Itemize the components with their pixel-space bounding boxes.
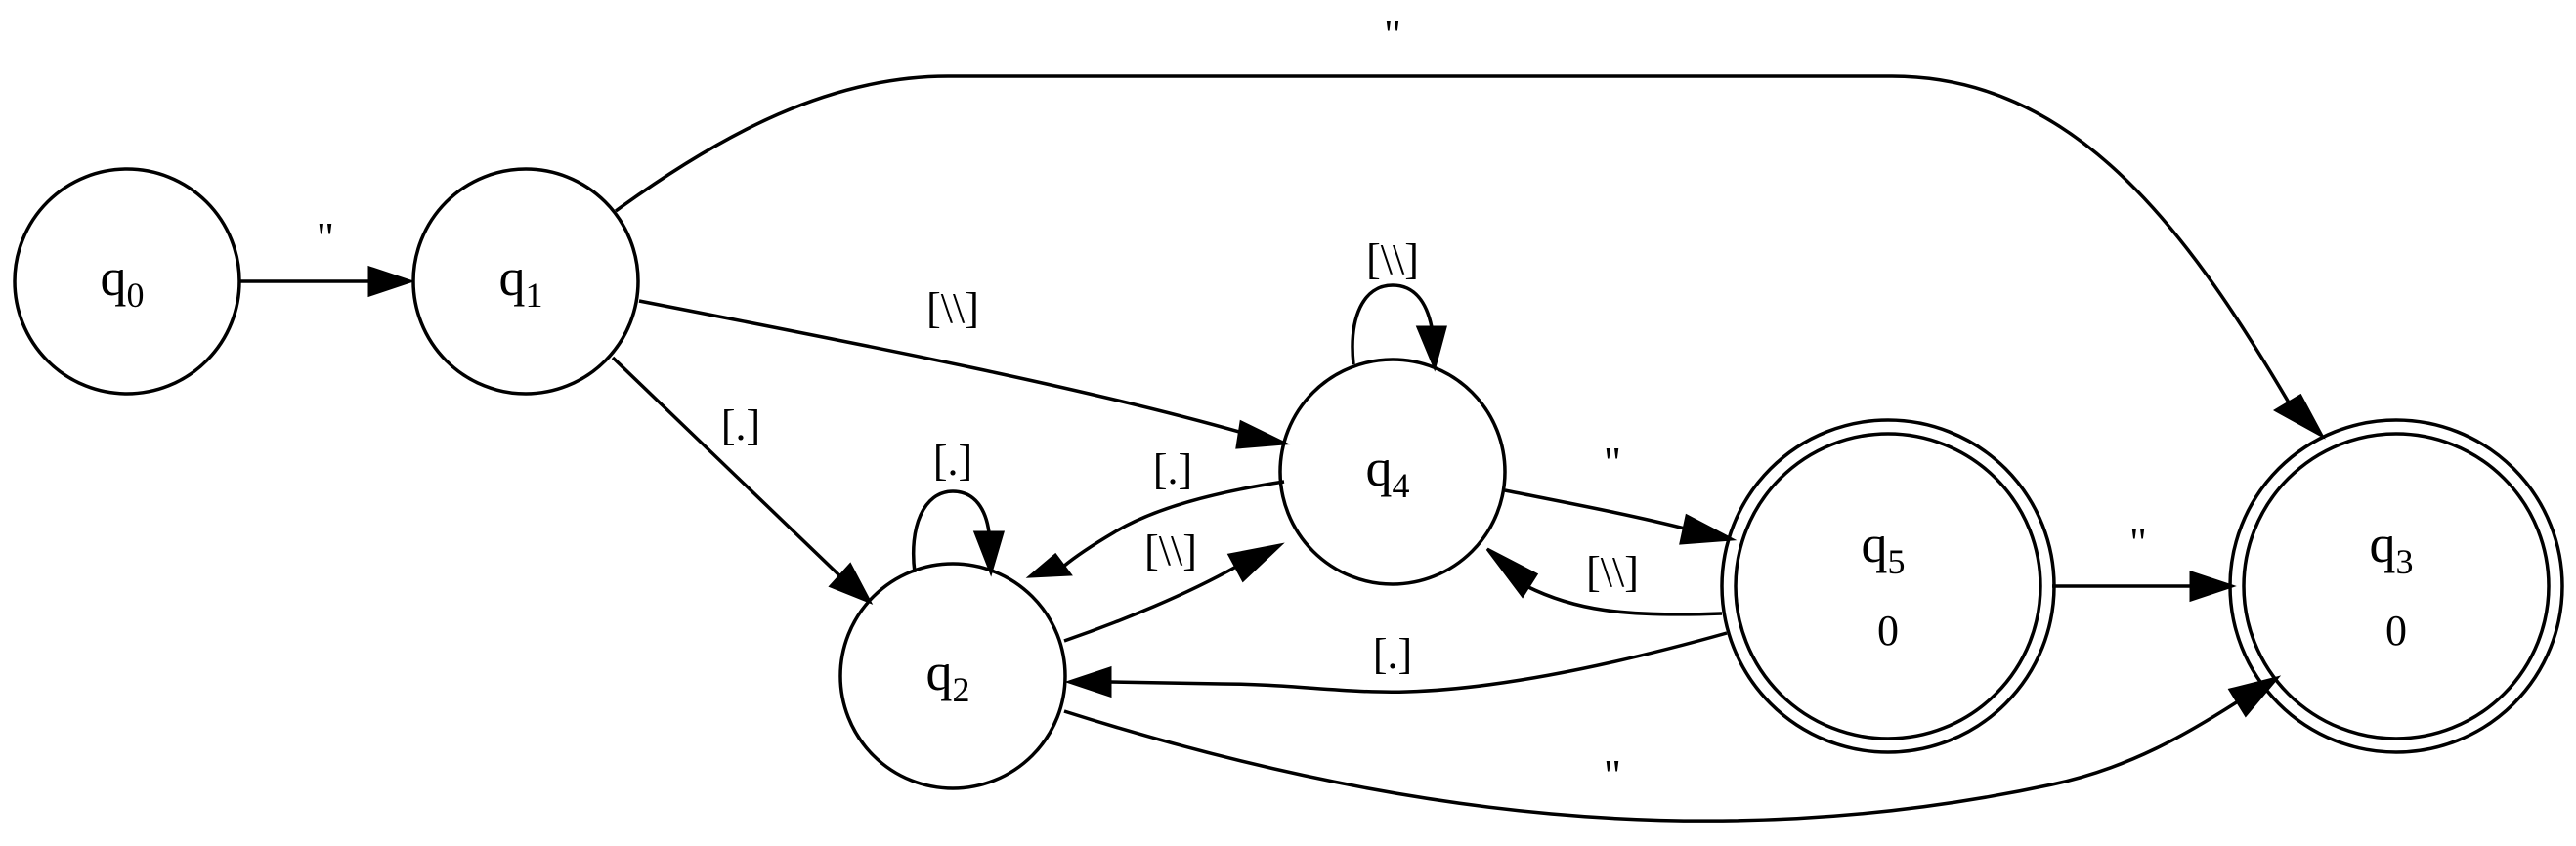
state-outer-circle [1720, 418, 2056, 754]
arrow-head [1235, 419, 1291, 449]
state-index: 0 [127, 275, 145, 315]
arrow-head [1226, 542, 1285, 583]
edge-line [912, 489, 991, 573]
edge-label: [.] [1153, 445, 1192, 493]
edge-line [614, 74, 2291, 403]
edge-label: " [1604, 751, 1621, 799]
state-output: 0 [1877, 607, 1899, 655]
transition-q2-q2: [.] [912, 437, 1006, 577]
state-q0: q0 [13, 167, 241, 396]
state-label: q0 [101, 248, 145, 315]
transition-q1-q2: [.] [611, 356, 874, 605]
state-inner-circle [1734, 432, 2042, 740]
edge-label: [\\] [1366, 235, 1419, 283]
edge-label: " [2129, 519, 2147, 567]
state-circle [13, 167, 241, 396]
state-index: 5 [1888, 542, 1906, 581]
edge-label: " [1384, 11, 1401, 59]
arrow-head [1025, 552, 1073, 578]
transition-q1-q3: " [614, 11, 2326, 440]
transitions: " " [\\] [.] [.] [\\ [240, 11, 2326, 823]
state-name: q [1366, 439, 1393, 497]
state-index: 1 [526, 275, 543, 315]
state-label: q3 [2370, 515, 2414, 581]
state-q3: q3 0 [2228, 418, 2564, 754]
edge-label: [.] [1373, 630, 1412, 678]
state-label: q1 [499, 248, 543, 315]
arrow-head [1485, 547, 1539, 599]
arrow-head [2189, 570, 2237, 603]
edge-label: " [317, 214, 334, 262]
transition-q4-q5: " [1504, 439, 1738, 545]
transition-q4-q4: [\\] [1351, 235, 1447, 372]
edge-line [611, 356, 842, 578]
edge-label: [\\] [1144, 527, 1197, 574]
arrow-head [1415, 325, 1447, 372]
edge-line [1351, 283, 1434, 365]
arrow-head [828, 562, 874, 605]
state-label: q5 [1862, 515, 1906, 581]
edge-line [1063, 565, 1237, 643]
state-name: q [1862, 515, 1888, 573]
state-circle [838, 562, 1067, 790]
edge-line [1109, 631, 1728, 695]
edge-line [638, 299, 1247, 436]
arrow-head [2272, 393, 2326, 440]
state-q2: q2 [838, 562, 1067, 790]
transition-q5-q3: " [2052, 519, 2237, 603]
state-q5: q5 0 [1720, 418, 2056, 754]
state-q4: q4 [1278, 358, 1507, 586]
state-name: q [926, 643, 953, 701]
states: q0 q1 q2 q4 q5 0 q3 0 [13, 167, 2564, 790]
arrow-head [1064, 665, 1112, 698]
edge-label: [\\] [1586, 548, 1639, 596]
edge-label: " [1604, 439, 1621, 486]
edge-label: [\\] [926, 284, 979, 332]
state-index: 4 [1393, 466, 1410, 505]
transition-q2-q4: [\\] [1063, 527, 1285, 643]
state-q1: q1 [411, 167, 640, 396]
state-label: q2 [926, 643, 970, 709]
state-label: q4 [1366, 439, 1410, 505]
state-output: 0 [2385, 607, 2407, 655]
transition-q5-q4: [\\] [1485, 547, 1723, 616]
edge-line [1063, 699, 2239, 823]
state-index: 2 [953, 670, 970, 709]
state-name: q [101, 248, 127, 307]
arrow-head [367, 265, 415, 298]
edge-line [1525, 584, 1723, 616]
state-circle [411, 167, 640, 396]
state-index: 3 [2396, 542, 2414, 581]
state-circle [1278, 358, 1507, 586]
transition-q4-q2: [.] [1025, 445, 1285, 578]
transition-q1-q4: [\\] [638, 284, 1291, 449]
edge-line [1504, 488, 1690, 531]
transition-q5-q2: [.] [1064, 630, 1728, 698]
edge-label: [.] [721, 402, 760, 449]
state-outer-circle [2228, 418, 2564, 754]
arrow-head [972, 530, 1006, 577]
edge-label: [.] [933, 437, 972, 485]
state-name: q [2370, 515, 2396, 573]
transition-q2-q3: " [1063, 675, 2282, 823]
transition-q0-q1: " [240, 214, 415, 298]
edge-line [1061, 480, 1285, 569]
state-name: q [499, 248, 526, 307]
state-inner-circle [2242, 432, 2551, 740]
arrow-head [1679, 513, 1738, 545]
